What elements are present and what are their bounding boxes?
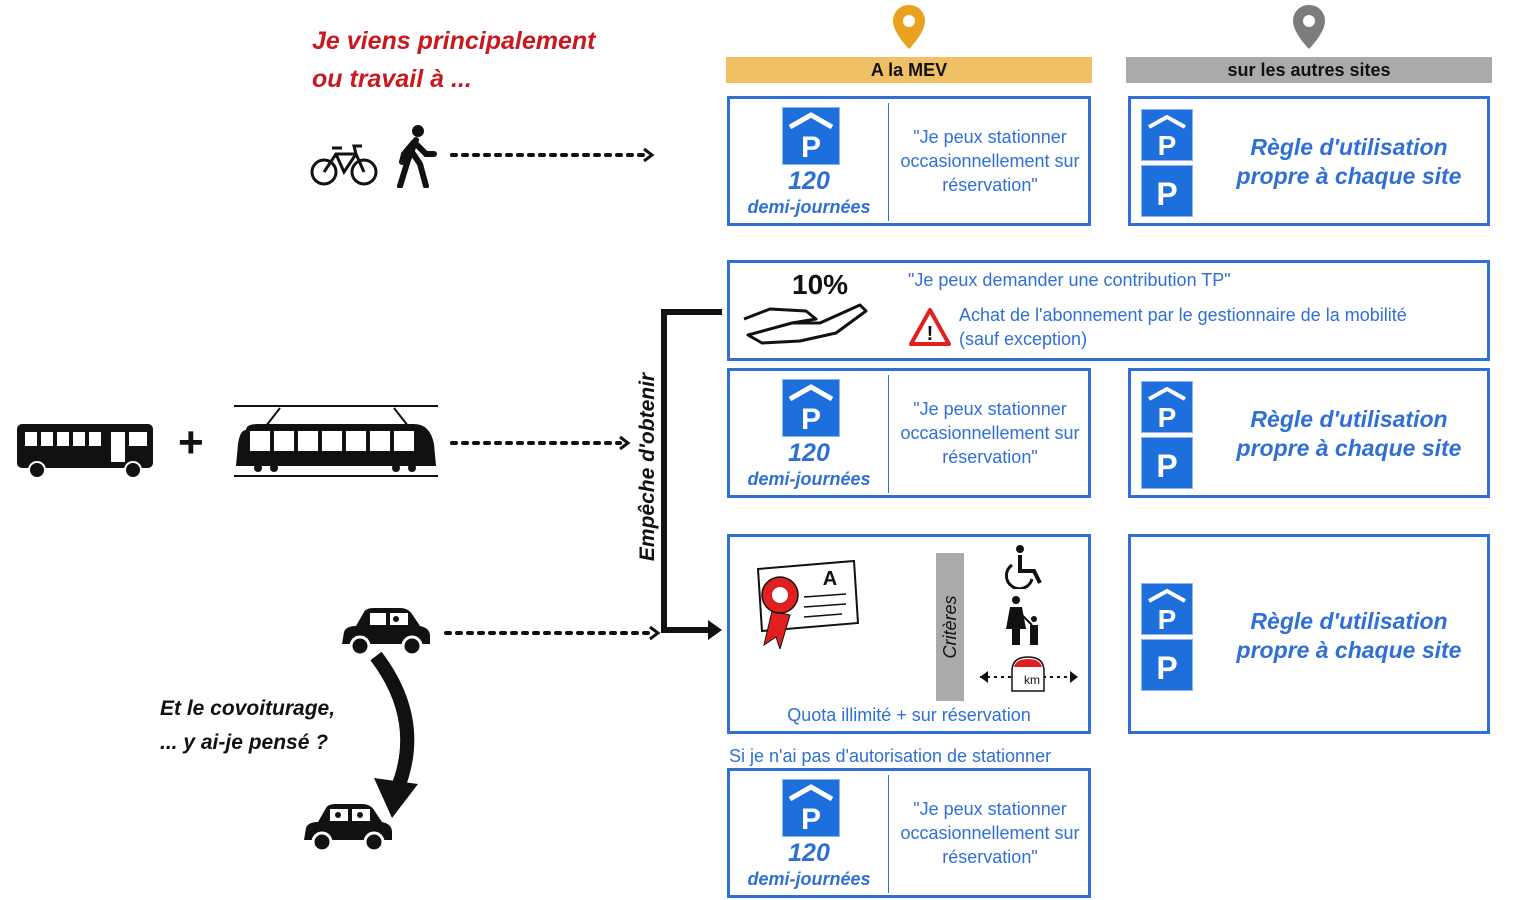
quote-line: réservation" (942, 447, 1038, 467)
dotted-arrow (450, 435, 631, 451)
site-rule-text: Règle d'utilisation propre à chaque site (1209, 133, 1489, 191)
carpool-car-icon (304, 804, 392, 853)
distance-km-icon (980, 656, 1078, 692)
quota-number: 120 (788, 439, 830, 467)
warning-text: Achat de l'abonnement par le gestionnair… (959, 303, 1479, 351)
parent-child-icon (1006, 596, 1038, 645)
plus-sign: + (178, 418, 204, 467)
bicycle-icon (310, 144, 378, 186)
other-sites-box-1: P P Règle d'utilisation propre à chaque … (1128, 96, 1490, 226)
site-rule-text: Règle d'utilisation propre à chaque site (1209, 405, 1489, 463)
dotted-arrow (450, 147, 655, 163)
rule-line: Règle d'utilisation (1250, 134, 1448, 160)
quota-unit: demi-journées (747, 869, 871, 889)
bracket-label: Empêche d'obtenir (636, 372, 659, 562)
location-pin-icon (1293, 5, 1325, 49)
quote-line: occasionnellement sur (900, 423, 1080, 443)
warning-line: Achat de l'abonnement par le gestionnair… (959, 305, 1407, 325)
question-line-1: Je viens principalement (312, 27, 596, 55)
quote-line: réservation" (942, 847, 1038, 867)
parking-sign-icon: P (1141, 639, 1193, 691)
warning-line: (sauf exception) (959, 329, 1088, 349)
car-icon (342, 608, 430, 657)
site-rule-text: Règle d'utilisation propre à chaque site (1209, 607, 1489, 665)
dotted-arrow (444, 625, 661, 641)
column-header-other-sites: sur les autres sites (1126, 57, 1492, 83)
tram-icon (234, 405, 438, 477)
quote-line: "Je peux stationner (913, 127, 1067, 147)
quote-line: réservation" (942, 175, 1038, 195)
parking-sign-icon: P (1141, 109, 1193, 161)
criteria-label: Critères (940, 595, 960, 659)
mev-parking-box-3: P 120 demi-journées "Je peux stationner … (727, 768, 1091, 898)
criteria-box: A Critères km Quota illimité + sur réser… (727, 534, 1091, 734)
permit-card-icon: A (756, 559, 860, 649)
quote-line: "Je peux stationner (913, 399, 1067, 419)
svg-text:P: P (1158, 402, 1177, 433)
carpool-line: ... y ai-je pensé ? (160, 731, 329, 754)
wheelchair-icon (1004, 545, 1042, 589)
km-badge: km (1024, 673, 1040, 687)
bus-icon (17, 424, 153, 479)
curved-arrow (370, 652, 418, 818)
rule-line: propre à chaque site (1236, 435, 1462, 461)
reservation-quote: "Je peux stationner occasionnellement su… (890, 397, 1090, 469)
mev-parking-box-1: P 120 demi-journées "Je peux stationner … (727, 96, 1091, 226)
svg-text:P: P (1158, 604, 1177, 635)
svg-text:!: ! (927, 323, 934, 345)
svg-text:P: P (801, 131, 821, 164)
question-title: Je viens principalement ou travail à ... (312, 22, 595, 98)
svg-text:P: P (1158, 130, 1177, 161)
contribution-text: "Je peux demander une contribution TP" (908, 270, 1231, 290)
quota-number: 120 (788, 839, 830, 867)
parking-sign-icon: P (782, 107, 840, 165)
box-divider (888, 103, 889, 221)
parking-sign-icon: P (1141, 583, 1193, 635)
parking-sign-icon: P (782, 779, 840, 837)
reservation-quote: "Je peux stationner occasionnellement su… (890, 797, 1090, 869)
location-pin-icon (893, 5, 925, 49)
box-divider (888, 375, 889, 493)
percent-label: 10% (792, 269, 849, 300)
svg-text:P: P (801, 803, 821, 836)
mev-parking-box-2: P 120 demi-journées "Je peux stationner … (727, 368, 1091, 498)
quote-line: "Je peux stationner (913, 799, 1067, 819)
svg-text:A: A (823, 568, 837, 590)
svg-text:P: P (801, 403, 821, 436)
pedestrian-icon (397, 125, 437, 188)
quota-unlimited-text: Quota illimité + sur réservation (787, 705, 1031, 725)
parking-sign-icon: P (782, 379, 840, 437)
quota-unit: demi-journées (747, 197, 871, 217)
svg-text:P: P (1156, 448, 1177, 484)
hand-money-icon (743, 303, 868, 345)
bracket-connector (661, 309, 722, 640)
quota-number: 120 (788, 167, 830, 195)
rule-line: Règle d'utilisation (1250, 406, 1448, 432)
no-authorization-text: Si je n'ai pas d'autorisation de station… (729, 746, 1052, 766)
box-divider (888, 775, 889, 893)
parking-sign-icon: P (1141, 437, 1193, 489)
warning-icon: ! (909, 308, 951, 346)
criteria-bar (936, 553, 964, 701)
svg-text:P: P (1156, 650, 1177, 686)
column-header-mev: A la MEV (726, 57, 1092, 83)
tp-contribution-box: 10% "Je peux demander une contribution T… (727, 260, 1490, 361)
carpool-line: Et le covoiturage, (160, 697, 336, 720)
parking-sign-icon: P (1141, 381, 1193, 433)
quote-line: occasionnellement sur (900, 823, 1080, 843)
parking-sign-icon: P (1141, 165, 1193, 217)
svg-text:P: P (1156, 176, 1177, 212)
other-sites-box-3: P P Règle d'utilisation propre à chaque … (1128, 534, 1490, 734)
rule-line: Règle d'utilisation (1250, 608, 1448, 634)
quota-unit: demi-journées (747, 469, 871, 489)
quote-line: occasionnellement sur (900, 151, 1080, 171)
reservation-quote: "Je peux stationner occasionnellement su… (890, 125, 1090, 197)
rule-line: propre à chaque site (1236, 163, 1462, 189)
rule-line: propre à chaque site (1236, 637, 1462, 663)
carpool-question: Et le covoiturage, ... y ai-je pensé ? (160, 692, 335, 760)
question-line-2: ou travail à ... (312, 65, 472, 93)
other-sites-box-2: P P Règle d'utilisation propre à chaque … (1128, 368, 1490, 498)
